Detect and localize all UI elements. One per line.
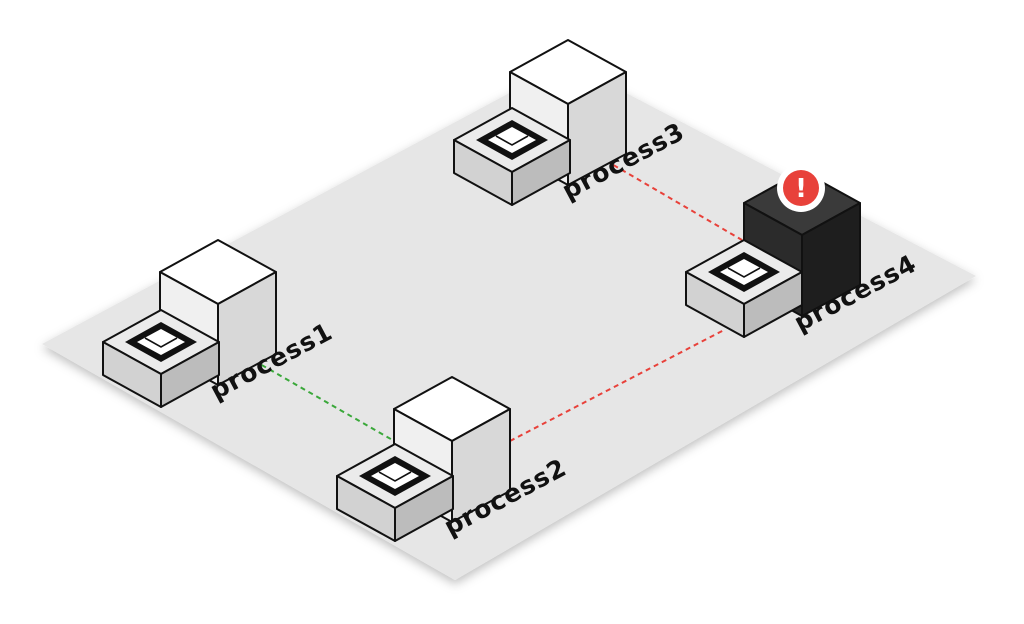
link-process2-process4 <box>509 329 725 442</box>
alert-glyph: ! <box>795 174 807 204</box>
envelope-icon <box>708 252 780 292</box>
link-process1-process2 <box>245 355 397 443</box>
link-process3-process4 <box>597 155 743 241</box>
envelope-icon <box>476 120 548 160</box>
floor-plane <box>42 62 976 580</box>
envelope-icon <box>125 322 197 362</box>
envelope-icon <box>359 456 431 496</box>
alert-icon: ! <box>777 164 825 212</box>
